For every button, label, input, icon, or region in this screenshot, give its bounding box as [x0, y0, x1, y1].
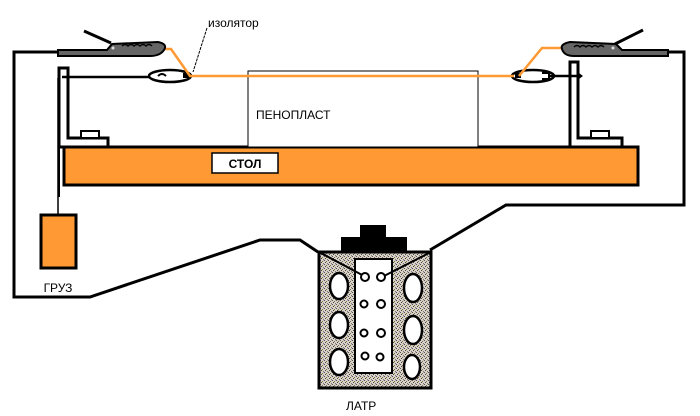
left-alligator-clip: [57, 29, 167, 57]
insulator-label: изолятор: [208, 16, 259, 30]
right-stand: [568, 60, 624, 149]
table-label-box: СТОЛ: [211, 152, 279, 174]
left-circuit-wire: [12, 50, 319, 299]
foam-label: ПЕНОПЛАСТ: [256, 108, 331, 122]
weight: ГРУЗ: [39, 78, 78, 295]
table-label: СТОЛ: [229, 157, 262, 171]
insulator-callout: изолятор: [192, 16, 259, 73]
left-stand: [57, 66, 110, 149]
right-circuit-wire: [429, 50, 686, 252]
latr-label: ЛАТР: [346, 399, 376, 413]
table: [58, 145, 640, 197]
foam-block: ПЕНОПЛАСТ: [247, 70, 479, 148]
right-alligator-clip: [560, 28, 669, 57]
weight-label: ГРУЗ: [44, 281, 73, 295]
latr: ЛАТР: [317, 225, 433, 413]
heating-wire: [165, 46, 563, 78]
left-insulator: [147, 68, 193, 84]
